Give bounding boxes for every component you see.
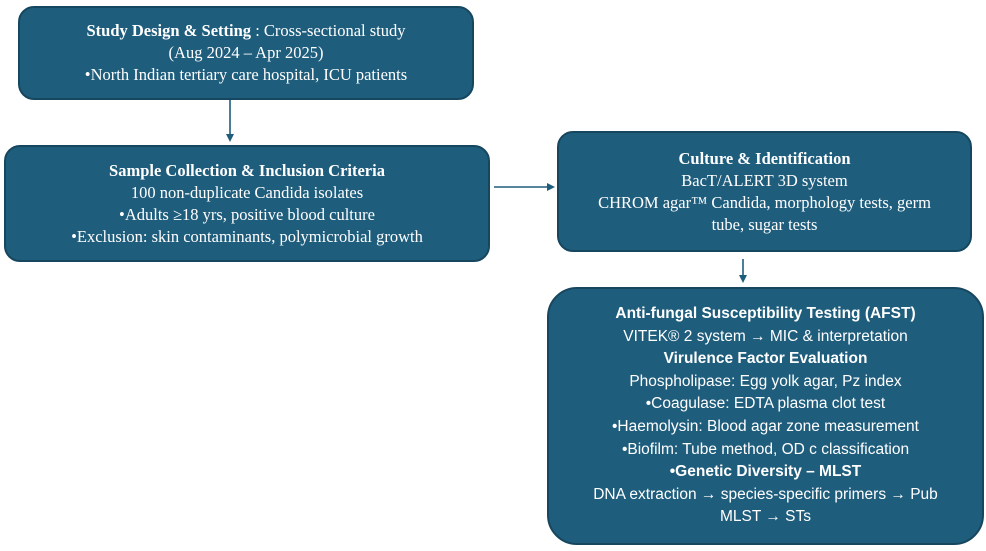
virulence-coagulase: •Coagulase: EDTA plasma clot test	[645, 395, 886, 413]
study-design-title: Study Design & Setting	[86, 21, 252, 40]
study-design-type: : Cross-sectional study	[251, 21, 406, 40]
culture-title: Culture & Identification	[678, 148, 851, 168]
culture-system: BacT/ALERT 3D system	[681, 170, 848, 190]
afst-title: Anti-fungal Susceptibility Testing (AFST…	[615, 305, 916, 323]
culture-tests-line1: CHROM agar™ Candida, morphology tests, g…	[598, 192, 931, 212]
study-setting: •North Indian tertiary care hospital, IC…	[84, 65, 408, 84]
virulence-title: Virulence Factor Evaluation	[663, 350, 868, 368]
mlst-line2: MLST → STs	[719, 508, 811, 526]
afst-vitek: VITEK® 2 system → MIC & interpretation	[623, 327, 908, 345]
study-period: (Aug 2024 – Apr 2025)	[168, 43, 324, 62]
virulence-phospholipase: Phospholipase: Egg yolk agar, Pz index	[629, 372, 902, 390]
sample-collection-title: Sample Collection & Inclusion Criteria	[109, 160, 385, 180]
culture-identification-box: Culture & Identification BacT/ALERT 3D s…	[557, 131, 972, 252]
virulence-haemolysin: •Haemolysin: Blood agar zone measurement	[612, 418, 919, 435]
culture-tests-line2: tube, sugar tests	[711, 214, 818, 234]
study-design-heading: Study Design & Setting : Cross-sectional…	[86, 20, 405, 42]
sample-isolates: 100 non-duplicate Candida isolates	[130, 182, 364, 202]
genetic-diversity-title: •Genetic Diversity – MLST	[669, 463, 862, 481]
virulence-biofilm: •Biofilm: Tube method, OD c classificati…	[621, 440, 910, 458]
sample-exclusion: •Exclusion: skin contaminants, polymicro…	[71, 226, 423, 246]
mlst-line1: DNA extraction → species-specific primer…	[593, 485, 938, 503]
sample-inclusion: •Adults ≥18 yrs, positive blood culture	[119, 204, 375, 224]
sample-collection-box: Sample Collection & Inclusion Criteria 1…	[4, 145, 490, 262]
study-design-box: Study Design & Setting : Cross-sectional…	[18, 6, 474, 100]
afst-box: Anti-fungal Susceptibility Testing (AFST…	[547, 287, 984, 545]
